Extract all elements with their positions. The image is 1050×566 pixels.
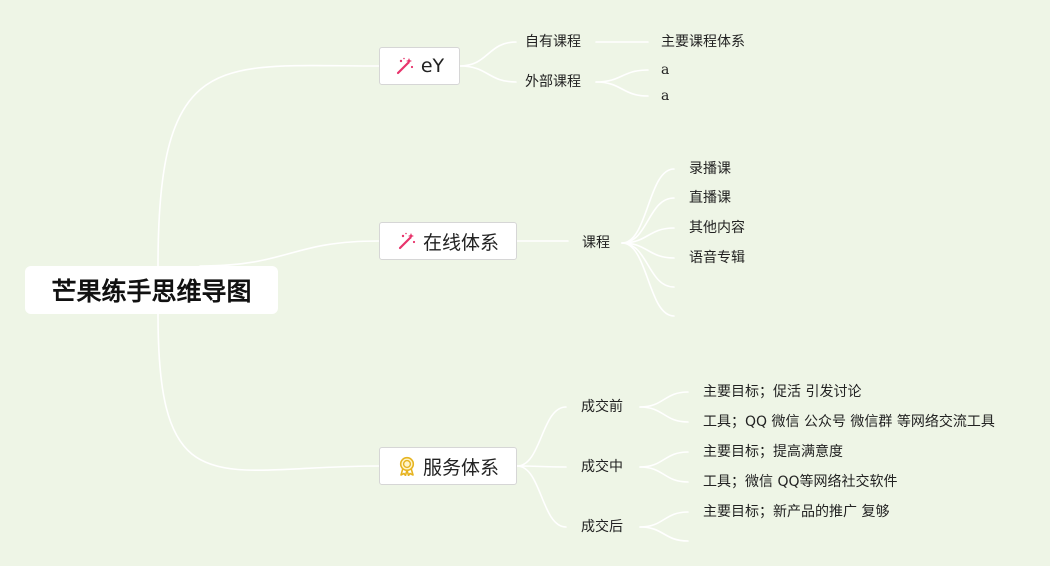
leaf-topic[interactable]: 录播课 [689,161,731,177]
branch-topic-label: eY [420,55,445,77]
leaf-topic[interactable]: 工具；微信 QQ等网络社交软件 [703,474,898,490]
magic-wand-icon [398,232,416,250]
connector-line [595,69,649,83]
leaf-topic[interactable]: 其他内容 [689,220,745,236]
branch-topic-label: 服务体系 [422,456,499,479]
subtopic-courses[interactable]: 课程 [582,235,610,251]
connector-line [621,197,675,244]
connector-line [639,451,689,468]
leaf-topic[interactable]: a [661,88,670,104]
connector-line [639,466,689,483]
subtopic-during-deal[interactable]: 成交中 [581,459,623,475]
root-connector-line [157,64,380,267]
award-medal-icon [399,456,415,476]
subtopic-external-courses[interactable]: 外部课程 [525,74,581,90]
connector-line [516,465,567,528]
connector-line [639,526,689,542]
connector-line [639,406,689,423]
root-topic[interactable]: 芒果练手思维导图 [25,266,278,314]
connector-line [595,81,649,97]
branch-topic-ey[interactable]: eY [379,47,460,85]
connector-line [639,511,689,528]
subtopic-before-deal[interactable]: 成交前 [581,399,623,415]
subtopic-own-courses[interactable]: 自有课程 [525,34,581,50]
leaf-topic[interactable]: 语音专辑 [689,250,745,266]
connector-line [459,41,517,67]
root-topic-label: 芒果练手思维导图 [51,277,252,306]
connector-line [621,242,675,317]
leaf-topic[interactable]: 主要课程体系 [661,34,745,50]
subtopic-after-deal[interactable]: 成交后 [581,519,623,535]
leaf-topic[interactable]: 主要目标；新产品的推广 复够 [703,504,890,520]
branch-topic-online-system[interactable]: 在线体系 [379,222,517,260]
root-connector-line [199,240,380,267]
leaf-topic[interactable]: 工具；QQ 微信 公众号 微信群 等网络交流工具 [703,414,995,430]
leaf-topic[interactable]: a [661,62,670,78]
root-connector-line [157,313,380,471]
leaf-topic[interactable]: 直播课 [689,190,731,206]
branch-topic-service-system[interactable]: 服务体系 [379,447,517,485]
connector-line [459,65,517,83]
connector-line [621,168,675,244]
leaf-topic[interactable]: 主要目标；提高满意度 [703,444,843,460]
connector-line [516,465,567,468]
magic-wand-icon [396,57,413,75]
connector-line [516,406,567,467]
branch-topic-label: 在线体系 [422,231,499,254]
connector-line [639,391,689,408]
leaf-topic[interactable]: 主要目标；促活 引发讨论 [703,384,862,400]
